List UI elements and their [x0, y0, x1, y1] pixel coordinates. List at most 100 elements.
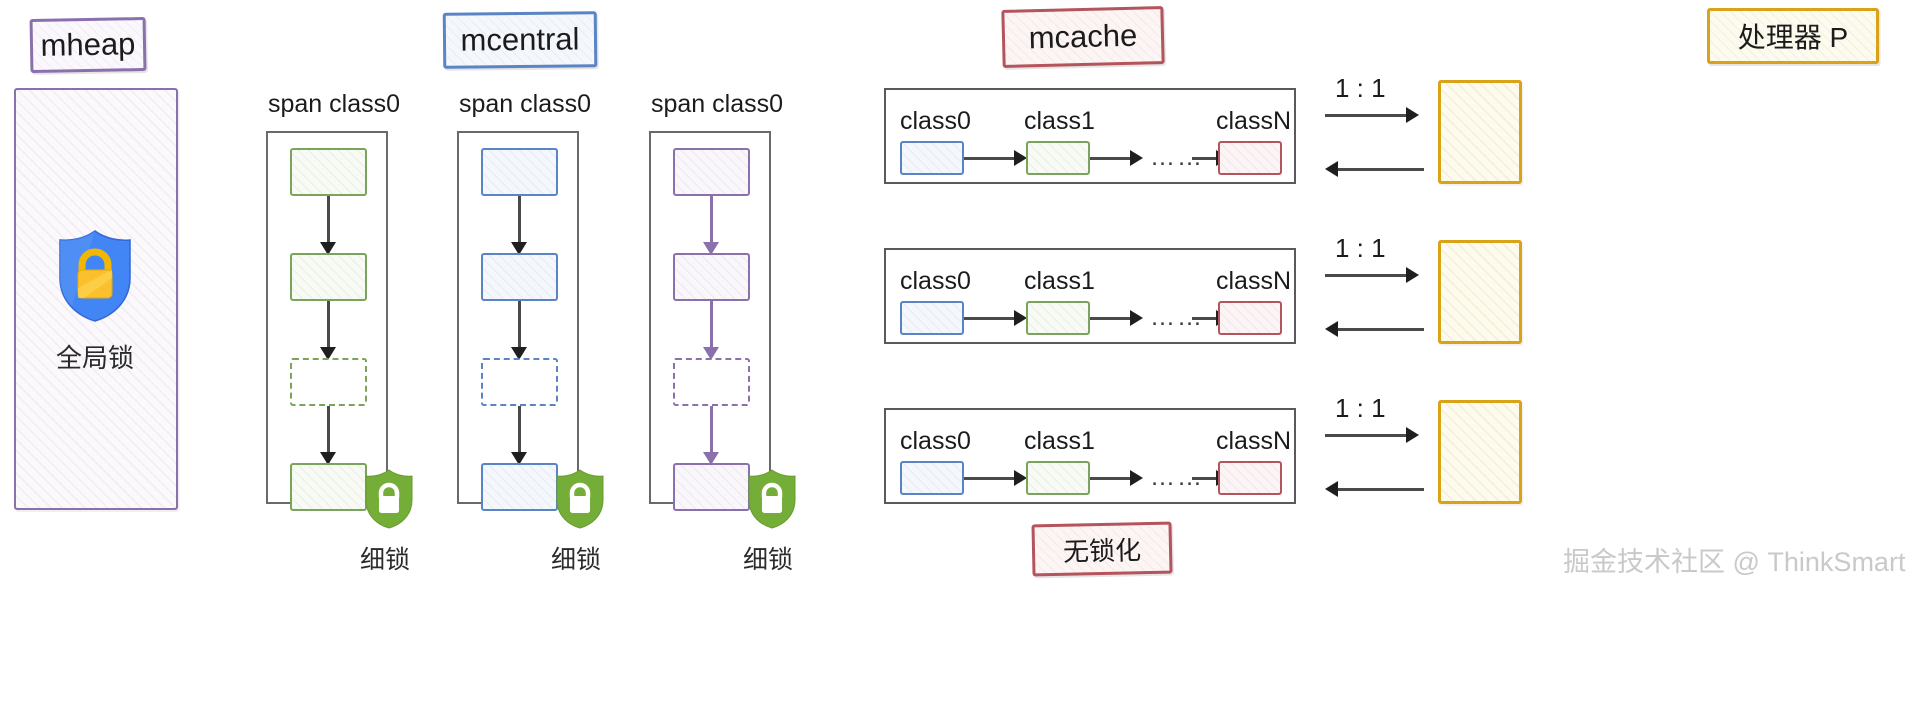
- mcache-node-2-0: [900, 461, 964, 495]
- span-arrow-head-0-2: [320, 452, 336, 465]
- span-arrow-head-0-0: [320, 242, 336, 255]
- span-node-0-0: [290, 148, 367, 196]
- processor-box-0: [1438, 80, 1522, 184]
- mcache-arrow-head-2-0: [1014, 470, 1027, 486]
- p-arrow-left-0: [1338, 168, 1424, 171]
- mcache-node-2-1: [1026, 461, 1090, 495]
- mcentral-label-text: mcentral: [460, 21, 580, 58]
- mcache-class-label-2-2: classN: [1216, 427, 1292, 455]
- span-lock-caption-1: 细锁: [551, 546, 602, 574]
- span-column-label-1: span class0: [459, 90, 592, 118]
- mcache-arrow-head-1-0: [1014, 310, 1027, 326]
- p-arrow-right-1: [1325, 274, 1411, 277]
- mcache-class-label-0-1: class1: [1024, 107, 1095, 135]
- shield-lock-icon: [748, 469, 796, 529]
- span-arrow-0-0: [327, 196, 330, 252]
- span-arrow-head-1-1: [511, 347, 527, 360]
- span-column-label-0: span class0: [268, 90, 401, 118]
- mcache-arrow-0-2: [1192, 157, 1220, 160]
- p-arrow-right-2: [1325, 434, 1411, 437]
- shield-lock-icon: [59, 230, 131, 322]
- mheap-label: mheap: [29, 16, 147, 74]
- mcache-arrow-head-2-1: [1130, 470, 1143, 486]
- processor-box-1: [1438, 240, 1522, 344]
- span-arrow-1-1: [518, 301, 521, 357]
- span-arrow-head-2-0: [703, 242, 719, 255]
- processor-box-2: [1438, 400, 1522, 504]
- p-arrow-left-head-0: [1325, 161, 1338, 177]
- span-node-0-3: [290, 463, 367, 511]
- span-arrow-0-1: [327, 301, 330, 357]
- span-arrow-head-2-2: [703, 452, 719, 465]
- mcache-label-text: mcache: [1028, 17, 1138, 56]
- span-arrow-2-1: [710, 301, 713, 357]
- span-node-2-3: [673, 463, 750, 511]
- mcache-class-label-2-0: class0: [900, 427, 971, 455]
- span-arrow-head-2-1: [703, 347, 719, 360]
- mcache-class-label-1-2: classN: [1216, 267, 1292, 295]
- span-arrow-2-0: [710, 196, 713, 252]
- mheap-lock-caption: 全局锁: [55, 343, 134, 373]
- mcache-class-label-1-0: class0: [900, 267, 971, 295]
- lockfree-label: 无锁化: [1031, 521, 1173, 577]
- mcache-node-1-0: [900, 301, 964, 335]
- mcache-row-1: [884, 248, 1296, 344]
- span-node-2-2: [673, 358, 750, 406]
- mcache-label: mcache: [1001, 6, 1165, 68]
- mcache-arrow-2-1: [1090, 477, 1134, 480]
- span-node-0-2: [290, 358, 367, 406]
- p-arrow-left-head-2: [1325, 481, 1338, 497]
- mcache-class-label-1-1: class1: [1024, 267, 1095, 295]
- mcentral-label: mcentral: [442, 11, 598, 69]
- p-arrow-left-2: [1338, 488, 1424, 491]
- ratio-label-0: 1 : 1: [1335, 73, 1386, 103]
- mcache-arrow-head-0-0: [1014, 150, 1027, 166]
- span-lock-caption-0: 细锁: [360, 546, 411, 574]
- span-arrow-0-2: [327, 406, 330, 462]
- p-arrow-right-0: [1325, 114, 1411, 117]
- span-arrow-head-0-1: [320, 347, 336, 360]
- mcache-arrow-2-0: [964, 477, 1019, 480]
- mcache-node-0-0: [900, 141, 964, 175]
- span-node-1-3: [481, 463, 558, 511]
- span-node-1-2: [481, 358, 558, 406]
- mcache-arrow-1-2: [1192, 317, 1220, 320]
- p-arrow-left-head-1: [1325, 321, 1338, 337]
- mcache-class-label-0-0: class0: [900, 107, 971, 135]
- span-lock-caption-2: 细锁: [743, 546, 794, 574]
- p-arrow-left-1: [1338, 328, 1424, 331]
- mcache-node-0-2: [1218, 141, 1282, 175]
- mcache-class-label-0-2: classN: [1216, 107, 1292, 135]
- mcache-arrow-head-1-1: [1130, 310, 1143, 326]
- span-lock-group-1: [554, 468, 606, 535]
- span-node-1-0: [481, 148, 558, 196]
- span-node-2-0: [673, 148, 750, 196]
- mcache-arrow-0-1: [1090, 157, 1134, 160]
- shield-lock-icon: [365, 469, 413, 529]
- span-arrow-2-2: [710, 406, 713, 462]
- mcache-node-1-1: [1026, 301, 1090, 335]
- span-node-0-1: [290, 253, 367, 301]
- mcache-node-2-2: [1218, 461, 1282, 495]
- mcache-node-0-1: [1026, 141, 1090, 175]
- ratio-label-2: 1 : 1: [1335, 393, 1386, 423]
- span-arrow-1-2: [518, 406, 521, 462]
- ratio-label-1: 1 : 1: [1335, 233, 1386, 263]
- span-column-label-2: span class0: [651, 90, 784, 118]
- watermark: 掘金技术社区 @ ThinkSmart: [1563, 547, 1906, 577]
- mcache-class-label-2-1: class1: [1024, 427, 1095, 455]
- lockfree-label-text: 无锁化: [1062, 534, 1142, 567]
- mcache-arrow-0-0: [964, 157, 1019, 160]
- processor-p-label: 处理器 P: [1707, 8, 1879, 64]
- span-lock-group-0: [363, 468, 415, 535]
- span-arrow-head-1-2: [511, 452, 527, 465]
- p-arrow-right-head-0: [1406, 107, 1419, 123]
- span-node-2-1: [673, 253, 750, 301]
- p-arrow-right-head-2: [1406, 427, 1419, 443]
- p-arrow-right-head-1: [1406, 267, 1419, 283]
- span-arrow-head-1-0: [511, 242, 527, 255]
- span-node-1-1: [481, 253, 558, 301]
- span-arrow-1-0: [518, 196, 521, 252]
- mcache-node-1-2: [1218, 301, 1282, 335]
